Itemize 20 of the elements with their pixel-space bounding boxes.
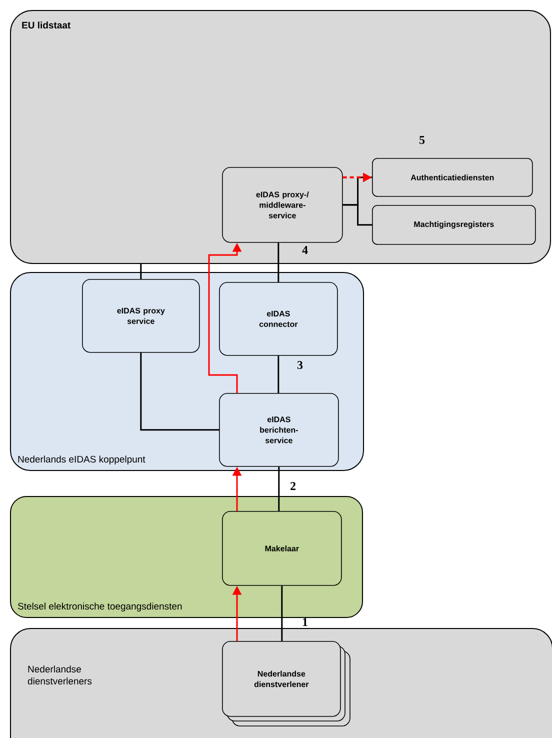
process-box: Machtigingsregisters	[372, 205, 536, 245]
callout-number: 5	[420, 136, 425, 144]
callout-number: 4	[302, 246, 308, 254]
stacked-box: Nederlandse dienstverlener	[222, 641, 350, 726]
connector-line	[281, 586, 283, 641]
process-box: Makelaar	[222, 511, 342, 586]
callout-number: 3	[297, 360, 303, 370]
callout-number: 2	[290, 482, 296, 490]
process-box: eIDAS connector	[219, 282, 338, 356]
connector-line	[140, 352, 219, 431]
connector-line	[278, 356, 280, 393]
connector-line	[342, 204, 372, 226]
process-box: eIDAS proxy-/ middleware-service	[222, 167, 343, 243]
callout-number: 1	[302, 618, 308, 626]
connector-line	[140, 264, 142, 279]
connector-line	[278, 466, 280, 511]
process-box: eIDAS proxy service	[82, 279, 200, 353]
process-box: eIDAS berichten-service	[219, 393, 339, 467]
process-box: Authenticatiediensten	[372, 158, 533, 197]
connector-line	[278, 242, 280, 282]
